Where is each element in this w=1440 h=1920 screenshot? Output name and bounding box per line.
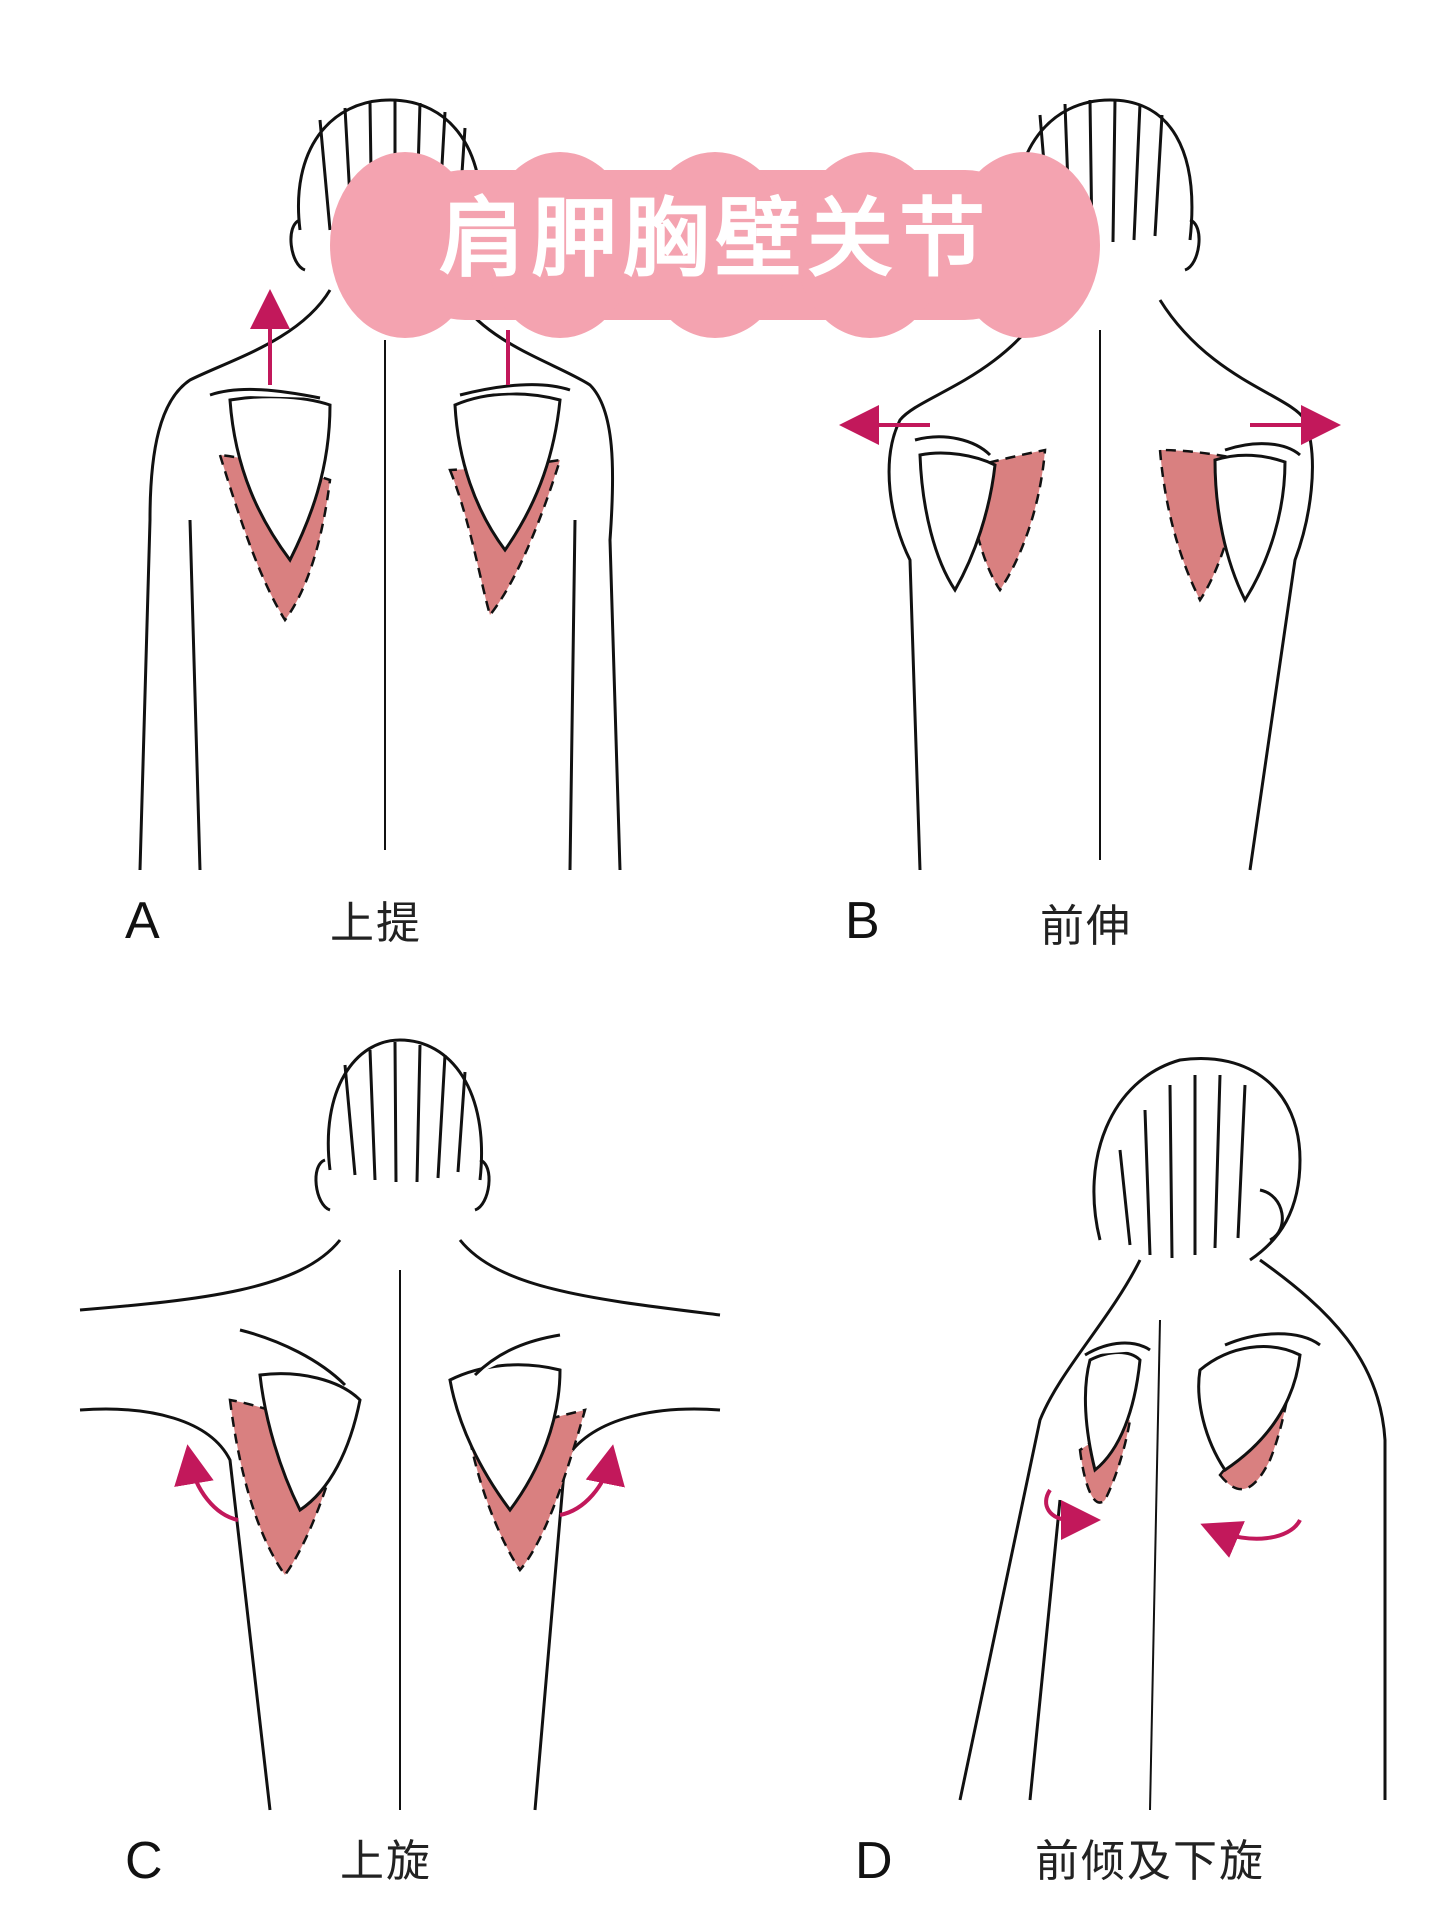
title-banner-blob bbox=[485, 152, 635, 338]
panel-b-scapulae bbox=[914, 435, 1301, 604]
panel-a-letter: A bbox=[125, 892, 160, 950]
title-banner-blob bbox=[950, 152, 1100, 338]
panel-c-arrows bbox=[174, 1444, 625, 1522]
title-banner-blob bbox=[330, 152, 480, 338]
panel-d-figure bbox=[958, 1057, 1387, 1811]
title-banner-blob bbox=[640, 152, 790, 338]
panel-a-arrows bbox=[250, 289, 510, 385]
panel-d-scapulae bbox=[1083, 1332, 1321, 1473]
panel-b-muscles bbox=[958, 448, 1247, 603]
title-banner-blob bbox=[795, 152, 945, 338]
panel-a-caption: 上提 bbox=[330, 898, 422, 949]
panel-c-caption: 上旋 bbox=[340, 1836, 432, 1887]
panel-d-letter: D bbox=[855, 1832, 893, 1890]
panel-d-caption: 前倾及下旋 bbox=[1035, 1836, 1265, 1887]
title-banner: 肩胛胸壁关节 bbox=[330, 152, 1100, 338]
panel-a-scapulae bbox=[209, 383, 571, 563]
panel-b-caption: 前伸 bbox=[1040, 901, 1132, 952]
panel-b-letter: B bbox=[845, 892, 880, 950]
page-title: 肩胛胸壁关节 bbox=[439, 189, 991, 289]
panel-c-figure bbox=[79, 1038, 721, 1811]
panel-c-letter: C bbox=[125, 1832, 163, 1890]
panel-c-scapulae bbox=[239, 1328, 562, 1513]
panel-d-arrows bbox=[1044, 1488, 1302, 1558]
